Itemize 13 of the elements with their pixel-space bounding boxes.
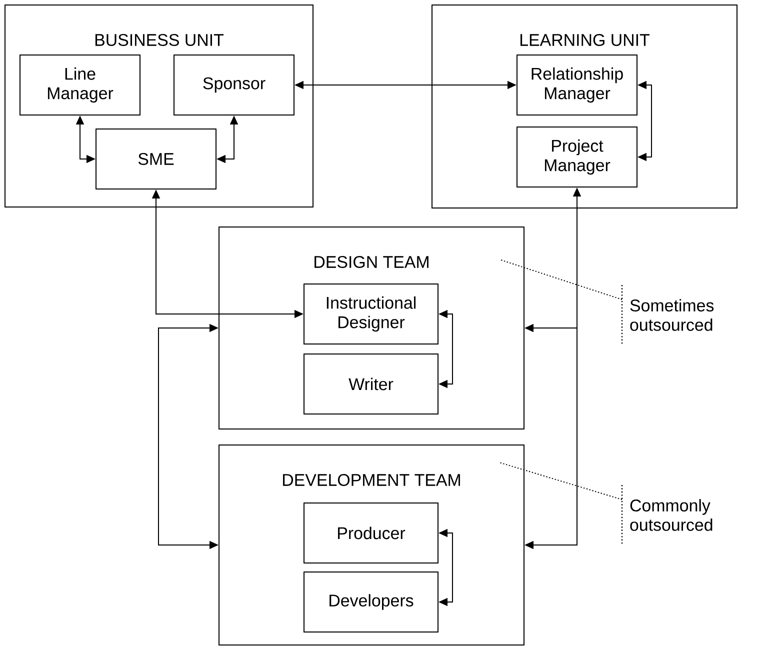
role-box: Instructional Designer: [304, 284, 438, 344]
role-box: Line Manager: [20, 54, 140, 116]
leader-line: [499, 259, 622, 300]
leader-line: [499, 462, 622, 500]
role-box: Writer: [304, 354, 438, 414]
role-box: Developers: [304, 572, 438, 632]
note-text: Sometimes outsourced: [630, 299, 714, 331]
role-box: Producer: [304, 502, 438, 564]
role-box: Sponsor: [174, 54, 294, 116]
role-box: Relationship Manager: [516, 54, 638, 116]
role-box: Project Manager: [516, 126, 638, 188]
role-box: SME: [96, 128, 216, 190]
note-text: Commonly outsourced: [630, 499, 712, 531]
